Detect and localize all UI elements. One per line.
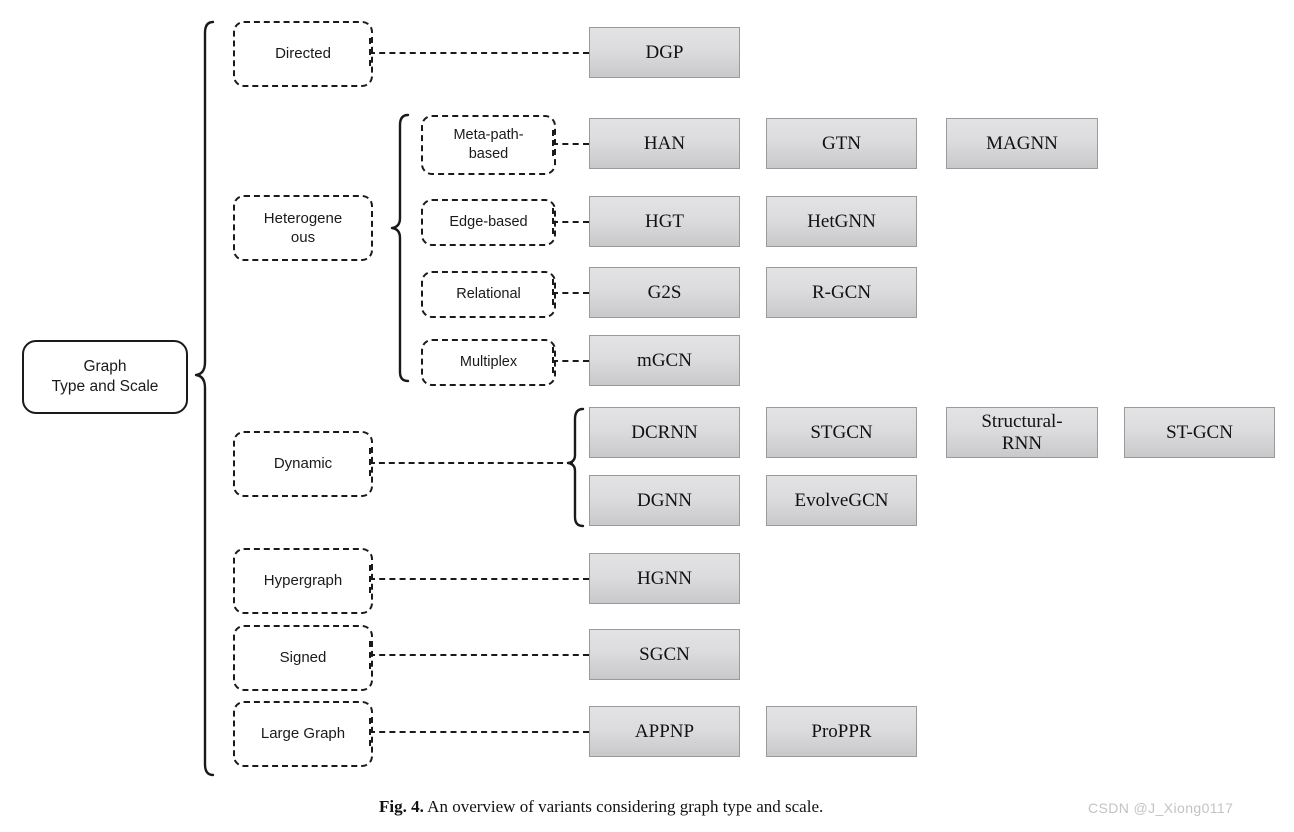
model-box-proppr[interactable]: ProPPR — [766, 706, 917, 757]
model-label-stgcn: STGCN — [810, 421, 873, 443]
connector-metapath-stub — [552, 130, 554, 156]
connector-multiplex-stub — [552, 347, 554, 373]
model-box-mgcn[interactable]: mGCN — [589, 335, 740, 386]
root-label-line1: Graph — [83, 358, 127, 376]
model-box-stgcn[interactable]: STGCN — [766, 407, 917, 458]
subcategory-multiplex[interactable]: Multiplex — [421, 339, 556, 386]
category-heterogeneous[interactable]: Heterogene ous — [233, 195, 373, 261]
model-label-rgcn: R-GCN — [811, 281, 872, 303]
model-label-han: HAN — [643, 132, 686, 154]
model-label-g2s: G2S — [647, 281, 682, 303]
model-label-dgp: DGP — [645, 41, 684, 63]
connector-relational-g2s — [552, 292, 589, 294]
category-signed-label: Signed — [279, 649, 327, 667]
subcategory-multiplex-label: Multiplex — [459, 354, 518, 371]
subcategory-meta-path-label-line1: Meta-path- — [453, 127, 524, 144]
model-label-gtn: GTN — [821, 132, 862, 154]
heterogeneous-sub-brace — [390, 113, 410, 383]
model-label-structural-rnn-line2: RNN — [1001, 432, 1043, 454]
model-box-dcrnn[interactable]: DCRNN — [589, 407, 740, 458]
category-hypergraph-label: Hypergraph — [263, 572, 343, 590]
connector-signed-stub — [369, 641, 371, 669]
model-box-g2s[interactable]: G2S — [589, 267, 740, 318]
category-dynamic-label: Dynamic — [273, 455, 333, 473]
category-heterogeneous-label-line2: ous — [290, 229, 316, 246]
connector-directed-dgp — [369, 52, 589, 54]
root-label-line2: Type and Scale — [51, 378, 159, 395]
connector-signed-sgcn — [369, 654, 589, 656]
model-box-rgcn[interactable]: R-GCN — [766, 267, 917, 318]
connector-hypergraph-stub — [369, 565, 371, 593]
connector-directed-stub — [369, 38, 371, 66]
connector-dynamic-stub — [369, 448, 371, 476]
model-label-mgcn: mGCN — [637, 349, 692, 371]
category-large-graph[interactable]: Large Graph — [233, 701, 373, 767]
model-label-evolvegcn: EvolveGCN — [794, 489, 889, 511]
model-box-sgcn[interactable]: SGCN — [589, 629, 740, 680]
model-box-evolvegcn[interactable]: EvolveGCN — [766, 475, 917, 526]
subcategory-edge-based-label: Edge-based — [449, 214, 528, 231]
model-box-han[interactable]: HAN — [589, 118, 740, 169]
model-label-hetgnn: HetGNN — [807, 210, 876, 232]
model-box-dgp[interactable]: DGP — [589, 27, 740, 78]
figure-caption-label: Fig. 4. — [379, 797, 424, 816]
root-node[interactable]: Graph Type and Scale — [22, 340, 188, 414]
connector-hypergraph-hgnn — [369, 578, 589, 580]
category-directed[interactable]: Directed — [233, 21, 373, 87]
model-label-hgt: HGT — [644, 210, 685, 232]
subcategory-relational[interactable]: Relational — [421, 271, 556, 318]
model-box-st-gcn[interactable]: ST-GCN — [1124, 407, 1275, 458]
model-label-structural-rnn-line1: Structural- — [981, 410, 1063, 432]
model-label-dgnn: DGNN — [637, 489, 692, 511]
category-hypergraph[interactable]: Hypergraph — [233, 548, 373, 614]
watermark-text: CSDN @J_Xiong0117 — [1088, 800, 1234, 816]
connector-largegraph-stub — [369, 718, 371, 746]
model-box-appnp[interactable]: APPNP — [589, 706, 740, 757]
connector-metapath-han — [552, 143, 589, 145]
subcategory-meta-path-based[interactable]: Meta-path- based — [421, 115, 556, 175]
model-box-hgnn[interactable]: HGNN — [589, 553, 740, 604]
model-box-magnn[interactable]: MAGNN — [946, 118, 1098, 169]
main-brace — [194, 20, 215, 777]
watermark: CSDN @J_Xiong0117 — [1088, 800, 1233, 816]
figure-caption: Fig. 4. An overview of variants consider… — [379, 797, 823, 817]
connector-edgebased-hgt — [552, 221, 589, 223]
category-dynamic[interactable]: Dynamic — [233, 431, 373, 497]
model-box-hgt[interactable]: HGT — [589, 196, 740, 247]
model-label-sgcn: SGCN — [639, 643, 690, 665]
dynamic-sub-brace — [566, 407, 585, 528]
connector-largegraph-appnp — [369, 731, 589, 733]
model-label-appnp: APPNP — [634, 720, 695, 742]
category-large-graph-label: Large Graph — [260, 725, 346, 743]
connector-multiplex-mgcn — [552, 360, 589, 362]
model-box-gtn[interactable]: GTN — [766, 118, 917, 169]
subcategory-relational-label: Relational — [456, 286, 521, 303]
model-label-magnn: MAGNN — [986, 132, 1058, 154]
model-box-dgnn[interactable]: DGNN — [589, 475, 740, 526]
figure-caption-text: An overview of variants considering grap… — [427, 797, 824, 816]
category-directed-label: Directed — [275, 45, 331, 63]
model-box-structural-rnn[interactable]: Structural- RNN — [946, 407, 1098, 458]
model-box-hetgnn[interactable]: HetGNN — [766, 196, 917, 247]
connector-dynamic-group — [369, 462, 573, 464]
subcategory-meta-path-label-line2: based — [468, 146, 509, 162]
category-signed[interactable]: Signed — [233, 625, 373, 691]
model-label-dcrnn: DCRNN — [631, 421, 698, 443]
subcategory-edge-based[interactable]: Edge-based — [421, 199, 556, 246]
connector-relational-stub — [552, 279, 554, 305]
category-heterogeneous-label-line1: Heterogene — [263, 209, 343, 227]
model-label-st-gcn: ST-GCN — [1166, 421, 1233, 443]
connector-edgebased-stub — [552, 208, 554, 234]
model-label-proppr: ProPPR — [811, 720, 872, 742]
model-label-hgnn: HGNN — [637, 567, 692, 589]
